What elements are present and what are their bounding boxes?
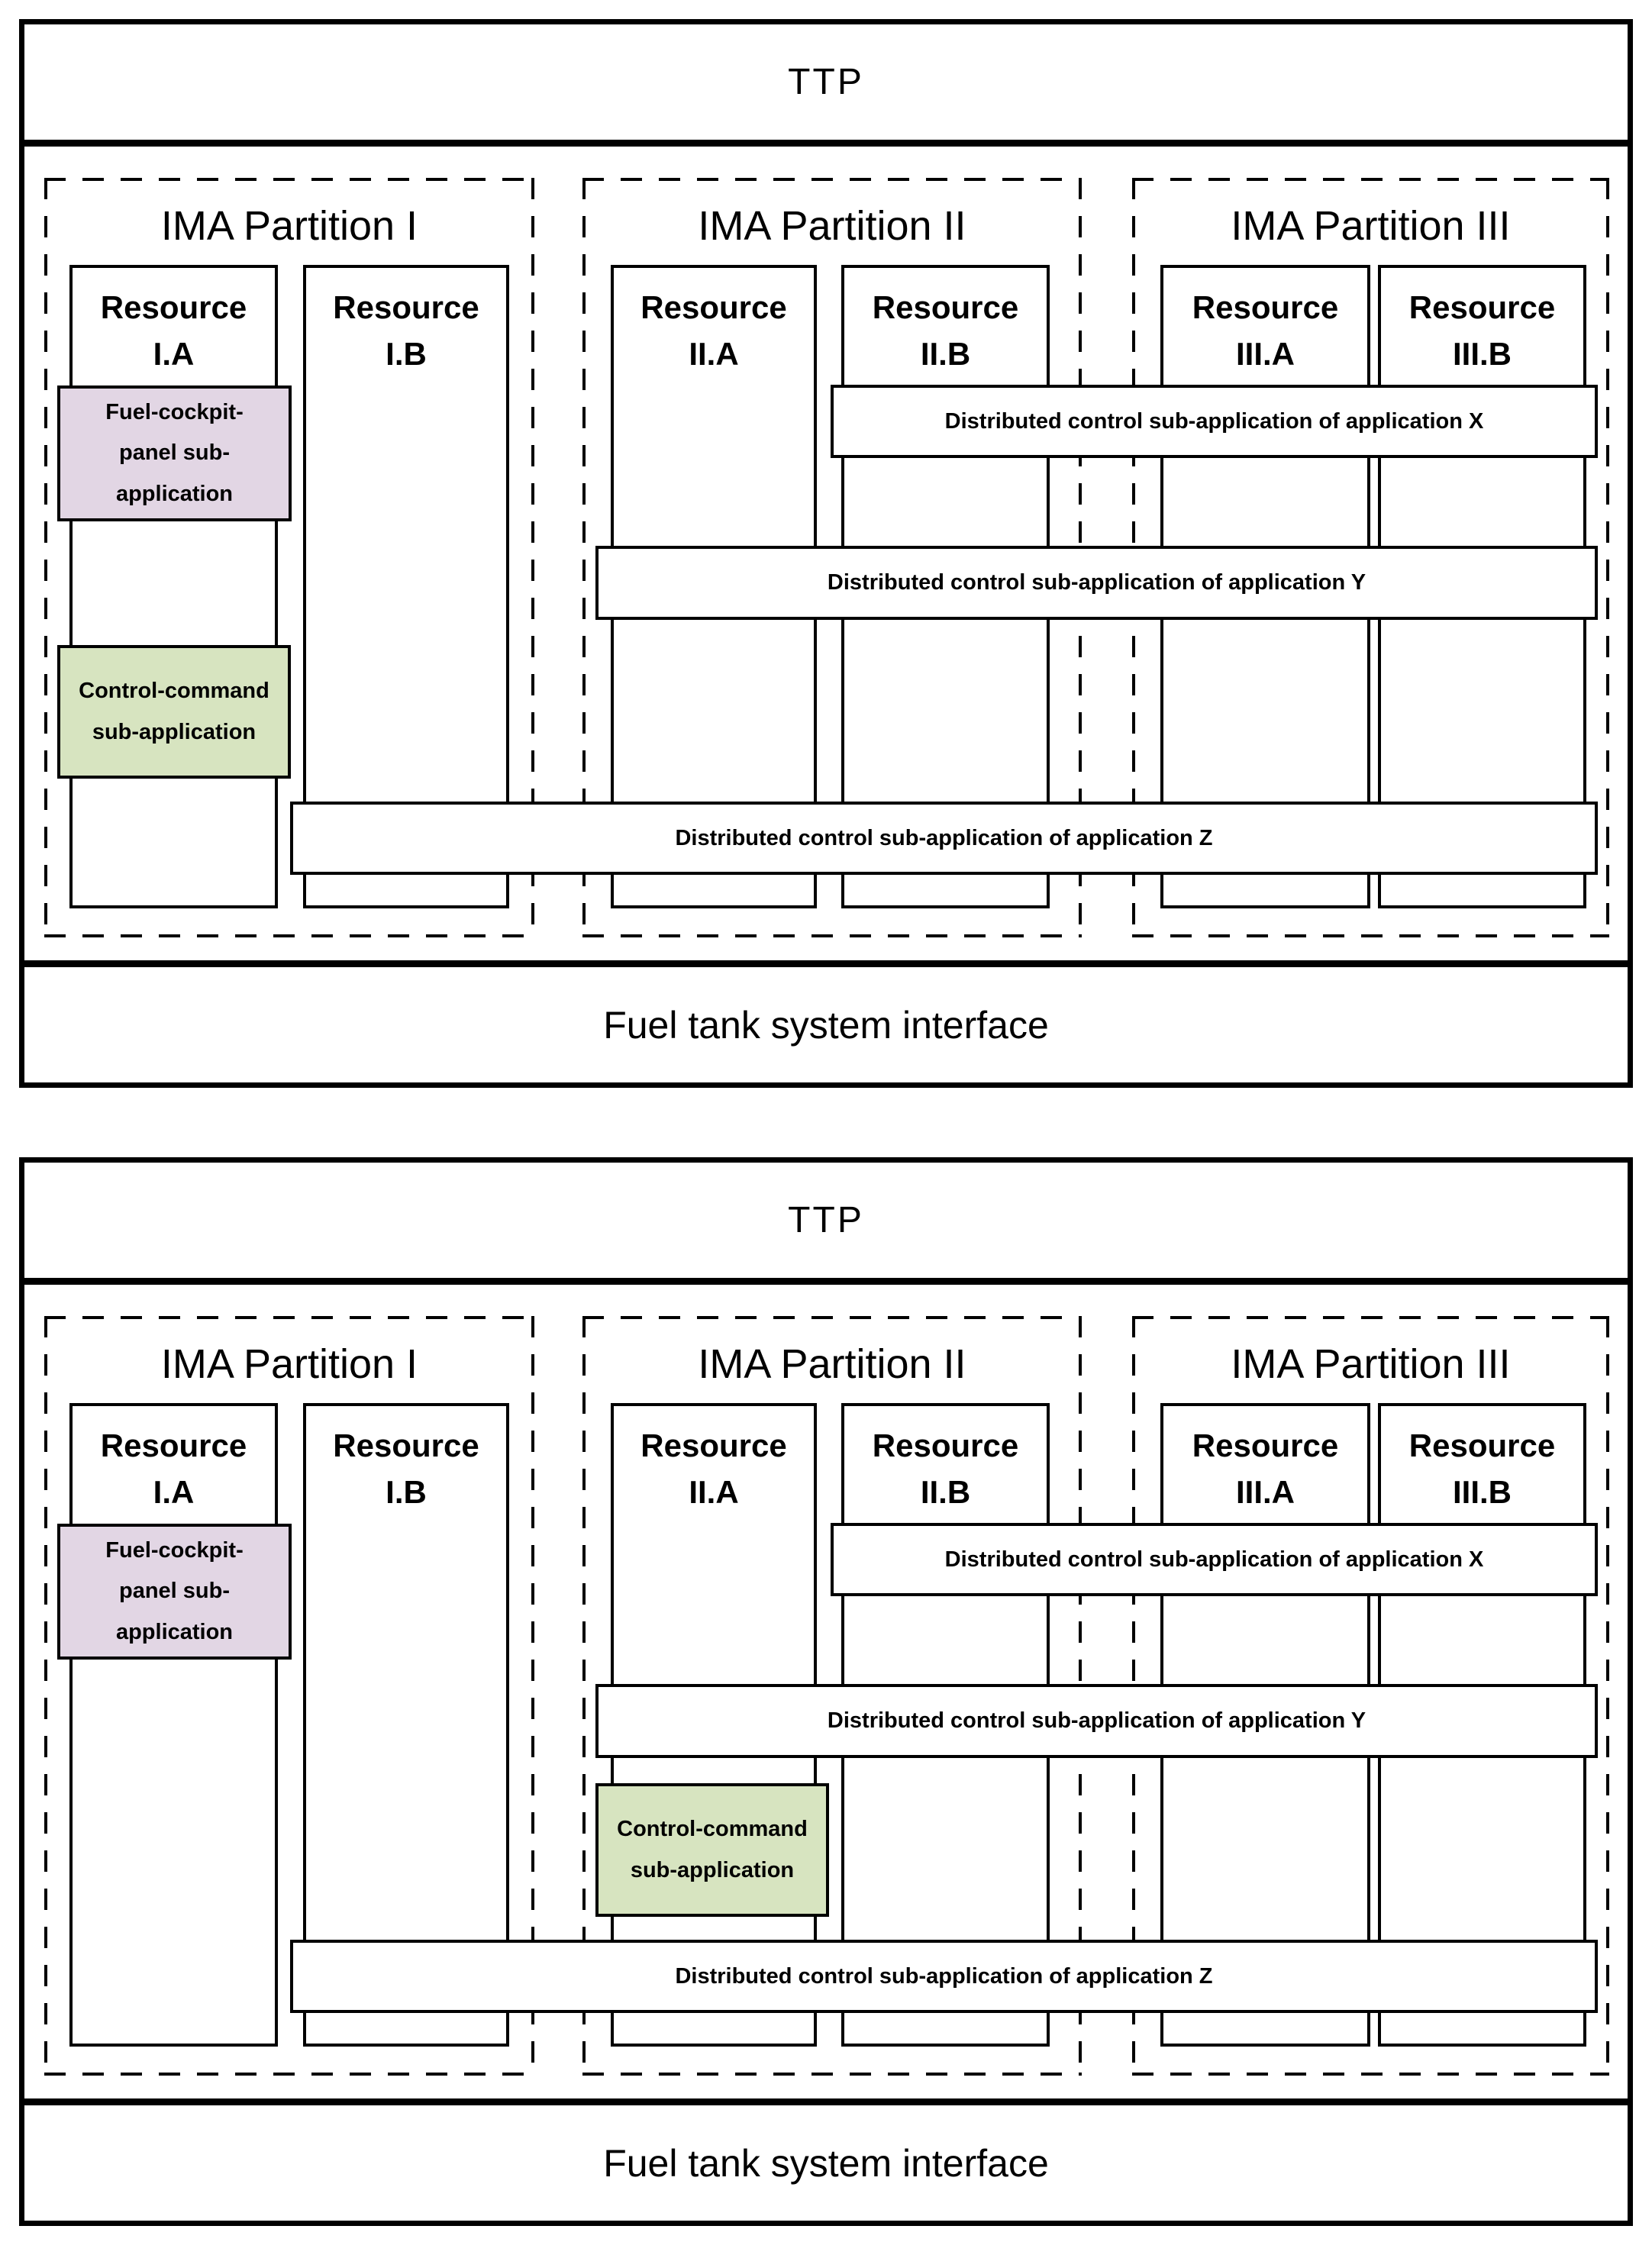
resource-IIIB-label: Resource III.B [1408,289,1556,372]
partition-1-title: IMA Partition I [160,203,418,249]
ttp-label: TTP [788,1200,864,1240]
fuel-tank-interface-label: Fuel tank system interface [603,2141,1049,2185]
fuel-cockpit-panel-subapp: Fuel-cockpit- panel sub- application [57,1524,292,1660]
resource-IB-label: Resource I.B [333,289,479,372]
ttp-label: TTP [788,62,864,102]
resource-IA-label: Resource I.A [100,1427,247,1510]
resource-IIIB-label: Resource III.B [1408,1427,1556,1510]
distributed-bar-application-z: Distributed control sub-application of a… [290,1940,1598,2013]
distributed-bar-application-y: Distributed control sub-application of a… [595,1684,1598,1758]
resource-IIB-label: Resource II.B [872,289,1019,372]
control-command-subapp: Control-command sub-application [595,1783,829,1917]
resource-IIIA-label: Resource III.A [1192,1427,1339,1510]
resource-IIA-label: Resource II.A [640,289,787,372]
distributed-bar-application-z: Distributed control sub-application of a… [290,802,1598,875]
partition-3-title: IMA Partition III [1231,203,1511,249]
partition-3-title: IMA Partition III [1231,1341,1511,1387]
ttp-bus-bar: TTP [24,1163,1628,1285]
deployment-diagram-option-1: TTP IMA Partition I IMA Partition II IMA… [19,19,1633,1088]
deployment-diagram-option-2: TTP IMA Partition I IMA Partition II IMA… [19,1157,1633,2226]
fuel-tank-system-interface-bar: Fuel tank system interface [24,960,1628,1082]
partition-2-title: IMA Partition II [698,1341,966,1387]
partition-2-title: IMA Partition II [698,203,966,249]
fuel-tank-system-interface-bar: Fuel tank system interface [24,2098,1628,2221]
ttp-bus-bar: TTP [24,24,1628,147]
resource-IA: Resource I.A [69,265,278,908]
fuel-tank-interface-label: Fuel tank system interface [603,1003,1049,1047]
resource-IIA-label: Resource II.A [640,1427,787,1510]
resource-IB: Resource I.B [303,1403,509,2047]
resource-IA-label: Resource I.A [100,289,247,372]
partition-1-title: IMA Partition I [160,1341,418,1387]
resource-IA: Resource I.A [69,1403,278,2047]
control-command-subapp: Control-command sub-application [57,645,291,779]
resource-IB-label: Resource I.B [333,1427,479,1510]
resource-IIIA-label: Resource III.A [1192,289,1339,372]
distributed-bar-application-x: Distributed control sub-application of a… [831,385,1598,458]
distributed-bar-application-y: Distributed control sub-application of a… [595,546,1598,620]
resource-IB: Resource I.B [303,265,509,908]
resource-IIB-label: Resource II.B [872,1427,1019,1510]
distributed-bar-application-x: Distributed control sub-application of a… [831,1523,1598,1596]
fuel-cockpit-panel-subapp: Fuel-cockpit- panel sub- application [57,385,292,521]
